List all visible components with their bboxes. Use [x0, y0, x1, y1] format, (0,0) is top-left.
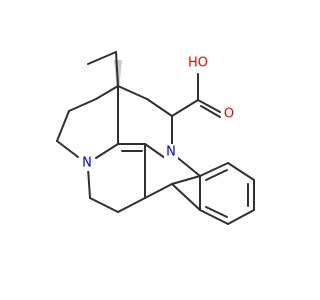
nitrogen-indole-label: N	[166, 145, 176, 160]
bond-carboxyl-c	[171, 99, 199, 117]
atom-label-oxygen-carbonyl: O	[222, 106, 236, 122]
indole-pyrrole-ring	[144, 157, 201, 199]
bond-16	[144, 183, 173, 199]
bond-1	[95, 85, 119, 100]
bond-2	[68, 98, 97, 112]
molecule-structure-drawing: O HO N N	[56, 51, 255, 225]
bond-3	[56, 110, 70, 142]
bond-b-inner-3	[205, 206, 228, 218]
bond-ethyl-ch2-c	[115, 51, 119, 87]
atom-label-nitrogen-amine: N	[80, 155, 94, 171]
nitrogen-amine-label: N	[82, 156, 92, 171]
bond-7	[117, 85, 148, 100]
bond-13	[89, 197, 119, 213]
bond-14	[117, 197, 146, 213]
bond-10	[144, 143, 166, 159]
bond-5	[95, 143, 119, 159]
bond-4	[56, 140, 79, 158]
bond-ethyl-ch2-ch3	[87, 51, 117, 65]
stereo-hash-wedge	[114, 60, 122, 90]
bond-b5	[199, 209, 229, 225]
bond-carbonyl-b	[200, 105, 221, 118]
bond-b6b	[171, 183, 201, 211]
bond-b2	[227, 162, 255, 181]
bond-b4	[227, 209, 255, 225]
atom-label-hydroxyl: HO	[186, 54, 210, 72]
bond-17	[177, 157, 201, 177]
benzene-ring	[171, 162, 255, 225]
bond-b1	[199, 162, 229, 177]
hydroxyl-label: HO	[188, 56, 208, 71]
lower-ring	[87, 143, 146, 213]
ethyl-group	[87, 51, 119, 87]
bond-18	[171, 175, 201, 185]
bond-12	[87, 167, 91, 199]
atom-label-nitrogen-indole: N	[164, 144, 178, 160]
central-ring	[117, 85, 173, 159]
piperidine-ring	[56, 85, 119, 159]
oxygen-carbonyl-label: O	[224, 107, 234, 122]
bond-carbonyl-a	[197, 99, 221, 113]
bond-8	[146, 98, 173, 117]
bond-b-inner-1	[205, 169, 228, 181]
carboxylic-acid	[171, 73, 221, 118]
